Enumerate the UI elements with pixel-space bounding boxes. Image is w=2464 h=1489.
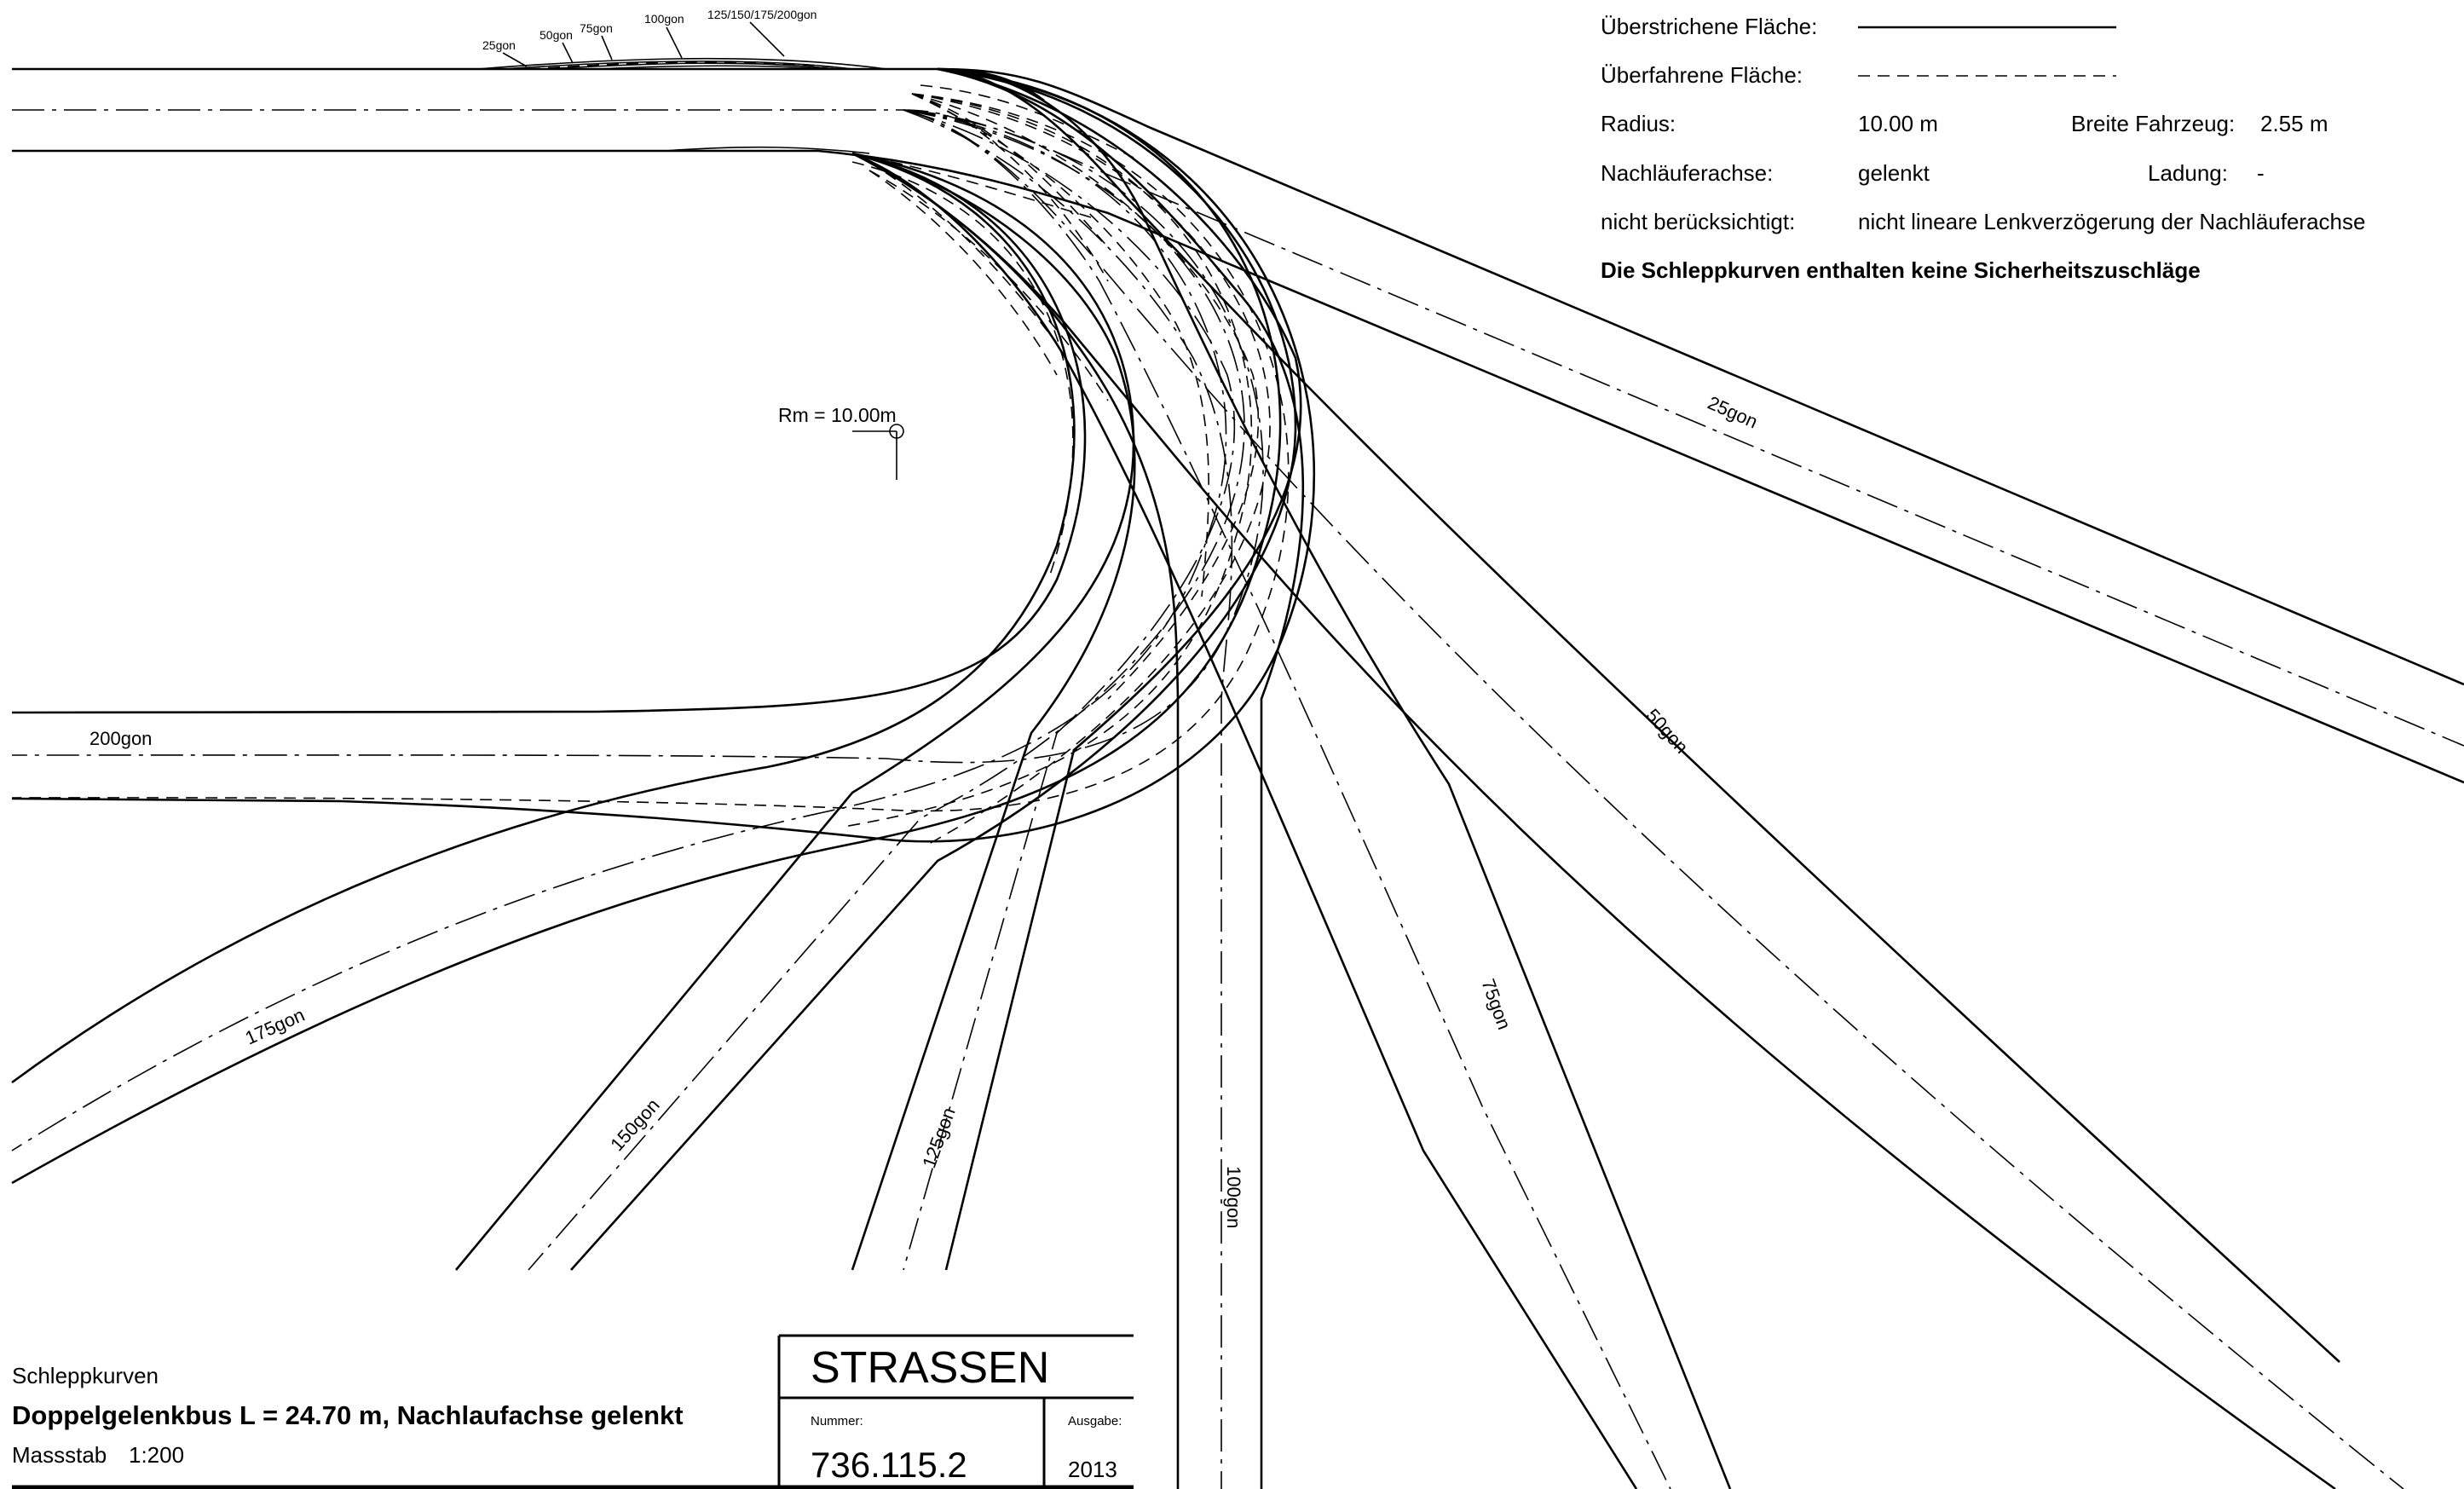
exit-175gon [11, 67, 1282, 1185]
legend-swept-label: Überstrichene Fläche: [1601, 14, 1817, 39]
title-block: Schleppkurven Doppelgelenkbus L = 24.70 … [0, 1313, 1142, 1489]
title-scale-label: Massstab [12, 1442, 107, 1468]
label-175gon: 175gon [242, 1004, 308, 1049]
title-category: Schleppkurven [12, 1363, 159, 1388]
radius-centre-point [889, 424, 904, 439]
legend-ignored-value: nicht lineare Lenkverzögerung der Nachlä… [1858, 209, 2365, 234]
top-angle-labels: 25gon 50gon 75gon 100gon 125/150/175/200… [482, 8, 817, 67]
exit-100gon [851, 67, 1305, 1489]
entry-road [12, 67, 1045, 153]
legend-driven-label: Überfahrene Fläche: [1601, 62, 1803, 88]
label-50gon: 50gon [1642, 705, 1693, 758]
legend-width-label: Breite Fahrzeug: [2071, 111, 2235, 136]
top-label-75: 75gon [580, 21, 613, 35]
legend-radius-label: Radius: [1601, 111, 1676, 136]
title-main: Doppelgelenkbus L = 24.70 m, Nachlaufach… [12, 1400, 684, 1430]
legend-width-value: 2.55 m [2260, 111, 2328, 136]
radius-marker: Rm = 10.00m [778, 404, 904, 480]
legend-load-value: - [2257, 160, 2265, 186]
exit-75gon [851, 67, 1732, 1489]
title-scale-value: 1:200 [129, 1442, 184, 1468]
legend-radius-value: 10.00 m [1858, 111, 1938, 136]
top-label-rest: 125/150/175/200gon [707, 8, 817, 21]
radius-marker-label: Rm = 10.00m [778, 404, 897, 426]
title-edition-label: Ausgabe: [1068, 1414, 1122, 1428]
overhang-bumps [476, 57, 887, 154]
label-75gon: 75gon [1477, 976, 1515, 1032]
label-100gon: 100gon [1223, 1166, 1244, 1228]
top-label-100: 100gon [644, 12, 684, 26]
legend-ignored-label: nicht berücksichtigt: [1601, 209, 1795, 234]
legend-trailer-axle-value: gelenkt [1858, 160, 1930, 186]
legend: Überstrichene Fläche: Überfahrene Fläche… [1601, 14, 2365, 283]
top-label-25: 25gon [482, 38, 516, 52]
title-edition-value: 2013 [1068, 1457, 1117, 1482]
legend-safety-note: Die Schleppkurven enthalten keine Sicher… [1601, 257, 2201, 283]
exit-200gon [11, 67, 1316, 843]
top-label-50: 50gon [540, 28, 573, 42]
label-200gon: 200gon [89, 728, 152, 749]
entry-outer-edge [12, 67, 1045, 102]
label-150gon: 150gon [606, 1094, 664, 1155]
legend-load-label: Ladung: [2148, 160, 2228, 186]
title-number-value: 736.115.2 [811, 1445, 967, 1485]
title-number-label: Nummer: [811, 1414, 863, 1428]
label-25gon: 25gon [1705, 392, 1761, 433]
exit-150gon [454, 67, 1297, 1271]
title-department: STRASSEN [811, 1343, 1049, 1393]
entry-centre-axis [12, 109, 998, 146]
legend-trailer-axle-label: Nachläuferachse: [1601, 160, 1773, 186]
exit-125gon [851, 67, 1302, 1271]
label-125gon: 125gon [918, 1105, 960, 1171]
